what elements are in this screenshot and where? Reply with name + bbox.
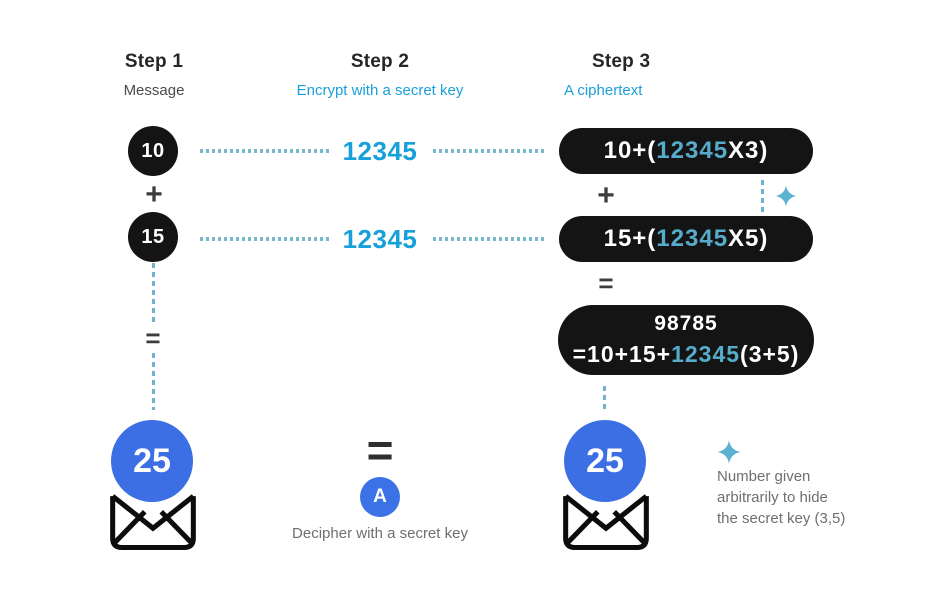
cipher-sum-pill: 98785 =10+15+12345(3+5) xyxy=(558,305,814,375)
decipher-badge: A xyxy=(360,477,400,517)
message-sum-circle: 25 xyxy=(111,420,193,502)
cipher2-suffix: X5) xyxy=(728,225,769,252)
message-equals: = xyxy=(136,325,170,351)
cipher-result-circle: 25 xyxy=(564,420,646,502)
dotted-connector-r1-right xyxy=(433,149,547,153)
decipher-equals: = xyxy=(366,424,394,476)
decipher-caption: Decipher with a secret key xyxy=(292,525,468,542)
envelope-icon xyxy=(560,487,652,553)
note-line-1: Number given xyxy=(717,468,811,485)
cipher-sum-suffix: (3+5) xyxy=(740,340,800,367)
cipher-sum-prefix: =10+15+ xyxy=(572,340,672,367)
cipher-plus: + xyxy=(597,179,615,212)
step2-title: Step 2 xyxy=(350,51,410,72)
step1-title: Step 1 xyxy=(124,51,184,72)
secret-key-note: Number given arbitrarily to hide the sec… xyxy=(717,466,877,529)
envelope-icon xyxy=(107,487,199,553)
step1-subtitle: Message xyxy=(123,82,185,99)
message-value-10: 10 xyxy=(128,126,178,176)
step2-header: Step 2 Encrypt with a secret key xyxy=(280,51,480,99)
cipher-equals: = xyxy=(598,268,614,298)
dotted-connector-r2-left xyxy=(200,237,331,241)
step3-title: Step 3 xyxy=(592,51,651,72)
sparkle-icon xyxy=(775,185,797,207)
cipher1-prefix: 10+( xyxy=(603,137,657,164)
cipher-sum-value: 98785 xyxy=(654,312,718,336)
vertical-connector-step3 xyxy=(603,386,606,409)
note-line-3: the secret key (3,5) xyxy=(717,510,846,527)
secret-key-row2: 12345 xyxy=(342,224,418,254)
cipher2-prefix: 15+( xyxy=(603,225,657,252)
message-plus: + xyxy=(145,178,163,211)
step2-subtitle: Encrypt with a secret key xyxy=(296,82,464,99)
cipher1-suffix: X3) xyxy=(728,137,769,164)
step1-header: Step 1 Message xyxy=(54,51,254,99)
step3-header: Step 3 A ciphertext xyxy=(564,51,650,99)
cipher-sum-key: 12345 xyxy=(671,340,741,367)
note-line-2: arbitrarily to hide xyxy=(717,489,828,506)
vertical-connector-pills xyxy=(761,180,764,214)
cipher1-key: 12345 xyxy=(656,137,729,164)
message-value-15: 15 xyxy=(128,212,178,262)
dotted-connector-r2-right xyxy=(433,237,547,241)
step3-subtitle: A ciphertext xyxy=(564,82,643,99)
secret-key-row1: 12345 xyxy=(342,136,418,166)
sparkle-icon xyxy=(717,440,741,464)
cipher2-key: 12345 xyxy=(656,225,729,252)
dotted-connector-r1-left xyxy=(200,149,331,153)
